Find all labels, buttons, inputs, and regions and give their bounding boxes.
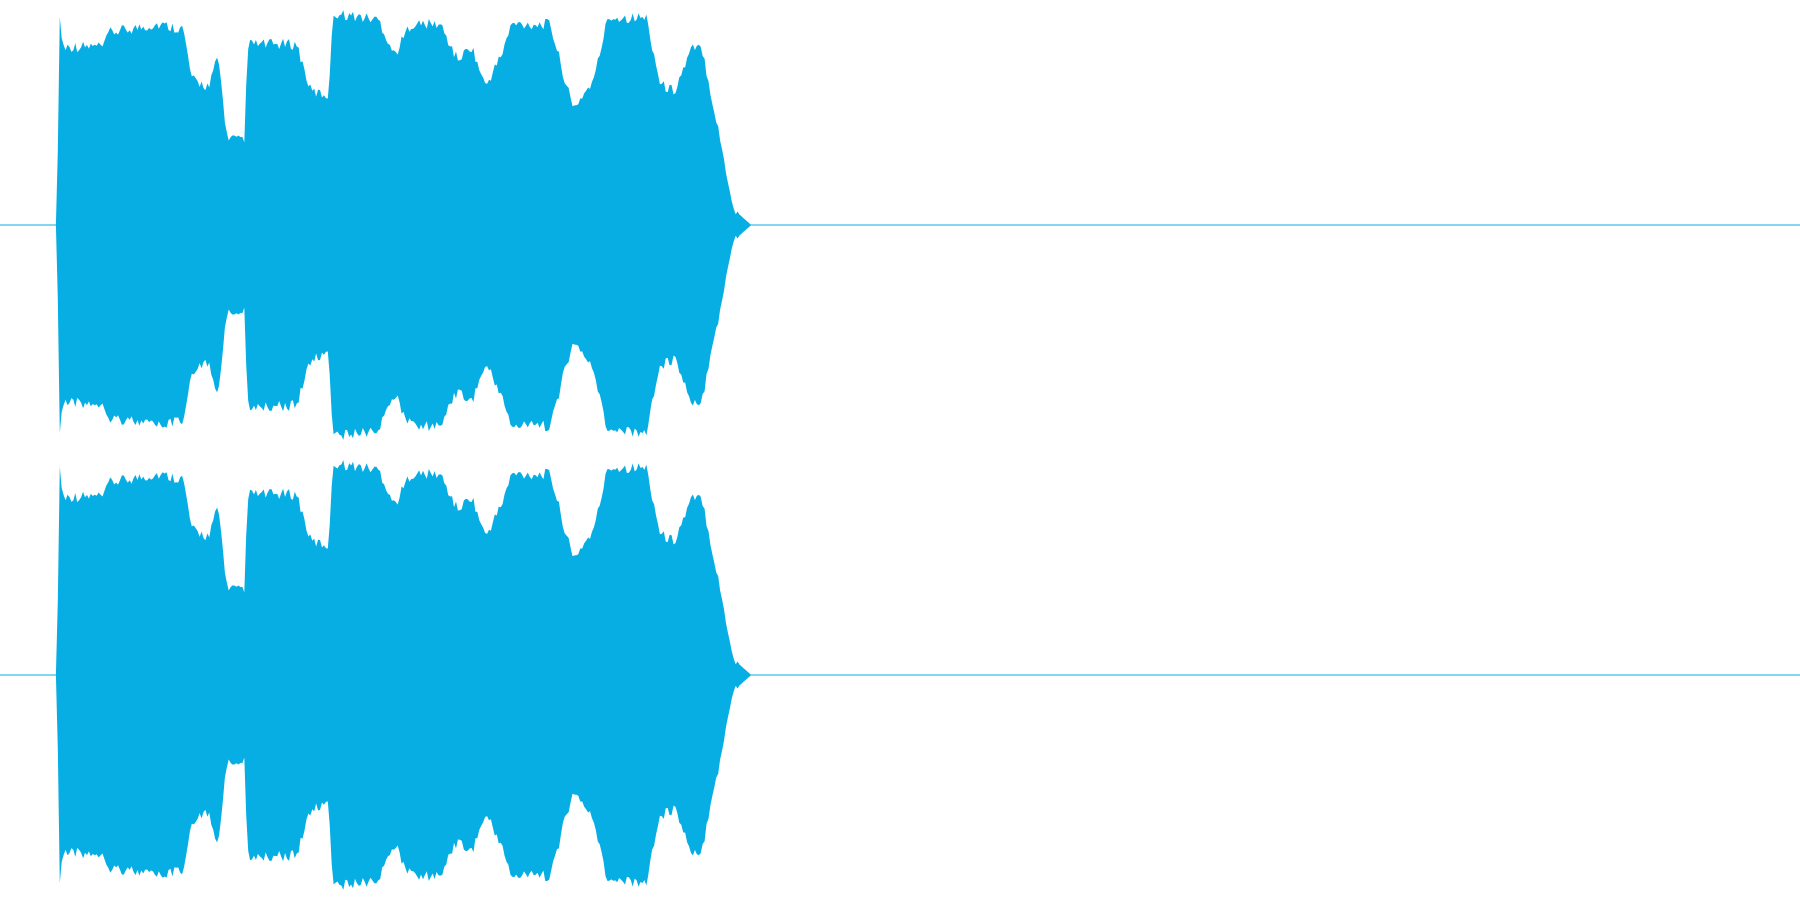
left-channel-envelope — [52, 10, 1800, 440]
right-channel-envelope — [52, 460, 1800, 890]
right-channel-waveform — [0, 460, 1800, 890]
left-channel-waveform — [0, 10, 1800, 440]
